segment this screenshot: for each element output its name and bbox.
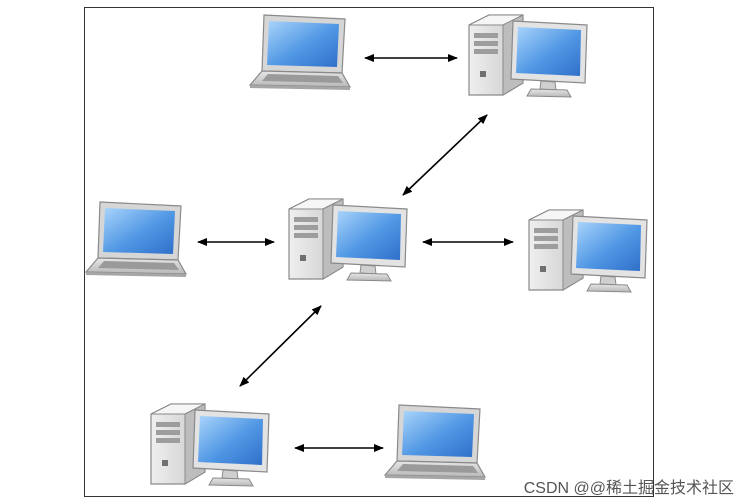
laptop-top-icon: [249, 14, 351, 91]
desktop-top-right-icon: [468, 14, 588, 98]
desktop-right-icon: [528, 209, 648, 293]
watermark-text: CSDN @@稀土掘金技术社区: [523, 480, 734, 497]
arrow-desktop-center-desktop-bottom-left: [239, 305, 322, 387]
laptop-bottom-right-icon: [384, 404, 486, 481]
arrow-desktop-center-desktop-top-right: [402, 114, 488, 196]
desktop-bottom-left-icon: [150, 403, 270, 487]
connections-layer: [197, 54, 514, 452]
laptop-left-icon: [85, 201, 187, 278]
desktop-center-icon: [288, 198, 408, 282]
nodes-layer: [85, 14, 648, 487]
